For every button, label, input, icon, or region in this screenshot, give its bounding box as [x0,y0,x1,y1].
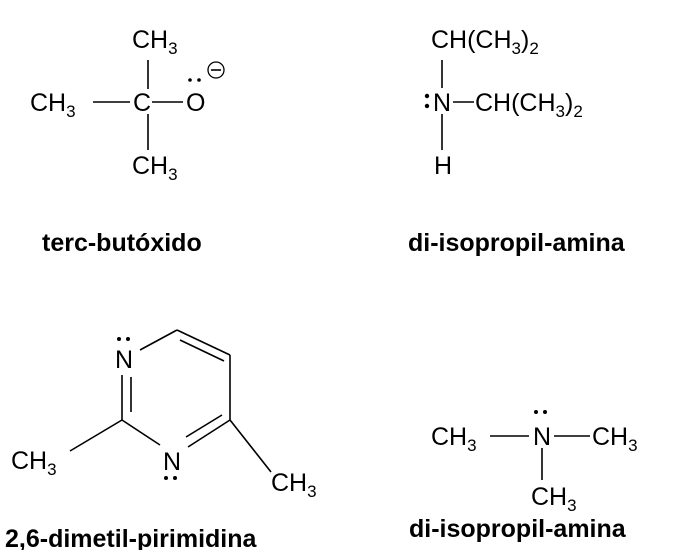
tbutoxide-central-carbon: C [133,89,151,117]
tbutoxide-top-methyl: CH3 [132,26,178,58]
tbutoxide-bottom-methyl: CH3 [132,152,178,184]
bond-n3-c2 [121,419,161,446]
bond-c2-methyl [69,419,123,452]
trimethylamine-structure: CH3 N CH3 CH3 [431,410,638,515]
trimethylamine-right-methyl: CH3 [592,423,638,455]
diisopropylamine-name: di-isopropil-amina [408,229,626,257]
dimethylpyrimidine-structure: N N CH3 CH3 [11,329,317,501]
n1-lone-pair-dot [126,337,130,341]
tbutoxide-structure: CH3 CH3 C O CH3 [30,26,225,184]
bond-c4-n3-inner [185,414,223,438]
trimethylamine-bottom-methyl: CH3 [531,483,577,515]
tbutoxide-oxygen: O [186,89,205,117]
diisopropylamine-structure: CH(CH3)2 N CH(CH3)2 H [424,26,583,180]
tbutoxide-left-methyl: CH3 [30,89,76,121]
amine-nitrogen: N [433,89,451,117]
bond-n1-c6 [139,329,178,351]
nitrogen-lone-pair-dot [424,103,430,109]
trimethylamine-left-methyl: CH3 [431,423,477,455]
bond-c4-n3 [187,419,231,448]
nitrogen-lone-pair-dot [424,93,430,99]
pyrimidine-n1: N [115,346,133,374]
trimethylamine-lone-pair-dot [534,410,538,414]
n3-lone-pair-dot [173,476,177,480]
negative-charge-icon [207,61,225,79]
dimethylpyrimidine-name: 2,6-dimetil-pirimidina [5,525,258,550]
oxygen-lone-pair-dot [188,78,192,82]
tbutoxide-name: terc-butóxido [42,229,202,257]
bond-c6-c5 [176,329,231,356]
n3-lone-pair-dot [164,476,168,480]
bond-c6-c5-inner [179,339,225,362]
trimethylamine-lone-pair-dot [543,410,547,414]
pyrimidine-n3: N [163,448,181,476]
bond-c4-methyl [229,419,272,473]
amine-right-isopropyl: CH(CH3)2 [475,89,583,121]
pyrimidine-methyl-right: CH3 [271,469,317,501]
amine-top-isopropyl: CH(CH3)2 [431,26,539,58]
oxygen-lone-pair-dot [197,78,201,82]
trimethylamine-name: di-isopropil-amina [409,515,627,543]
amine-hydrogen: H [434,152,452,180]
pyrimidine-methyl-left: CH3 [11,447,57,479]
trimethylamine-nitrogen: N [533,423,551,451]
n1-lone-pair-dot [117,337,121,341]
